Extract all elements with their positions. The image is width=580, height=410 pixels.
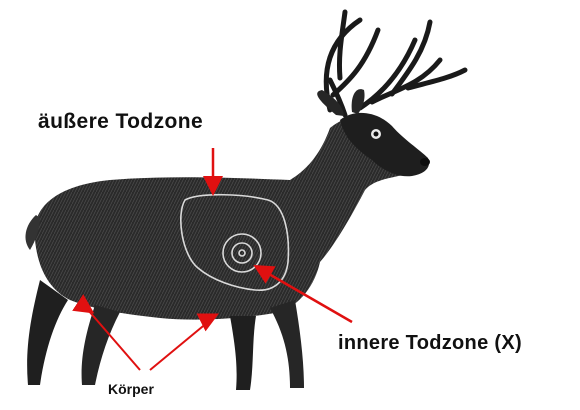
inner-kill-zone-label: innere Todzone (X) (338, 332, 522, 355)
outer-kill-zone-label: äußere Todzone (38, 110, 203, 134)
body-label: Körper (108, 381, 154, 397)
antlers (326, 12, 465, 115)
